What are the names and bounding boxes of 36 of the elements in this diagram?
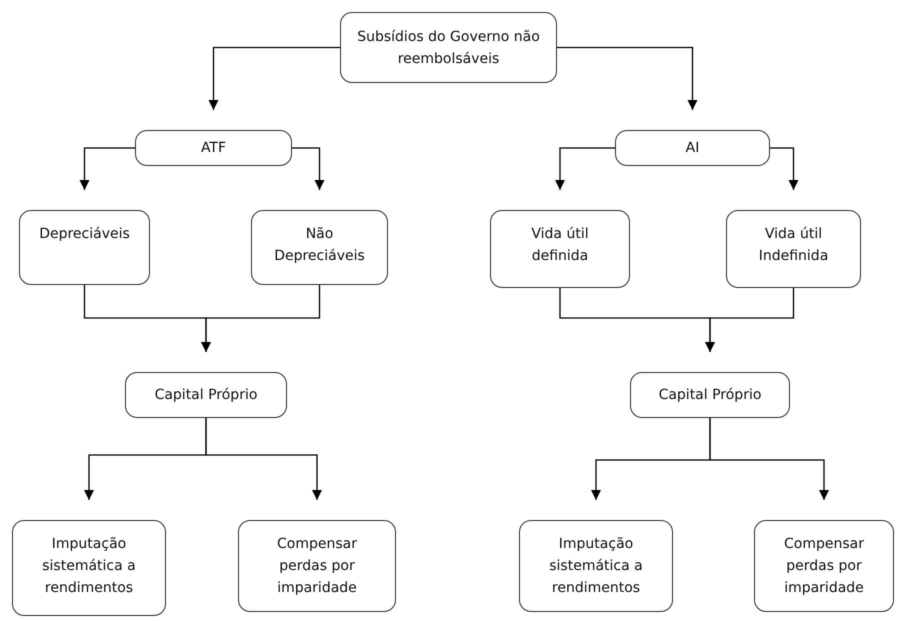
process-box bbox=[490, 210, 630, 288]
arrow bbox=[208, 46, 340, 110]
box-label: Capital Próprio bbox=[154, 386, 258, 405]
process-box bbox=[125, 372, 287, 418]
arrow bbox=[555, 147, 615, 190]
box-label: Vida útil definida bbox=[530, 225, 590, 266]
arrow bbox=[80, 147, 135, 190]
box-label: Capital Próprio bbox=[658, 386, 762, 405]
box-label: Imputação sistemática a rendimentos bbox=[548, 535, 644, 598]
box-label: Depreciáveis bbox=[39, 225, 130, 244]
process-box bbox=[135, 130, 292, 166]
process-box bbox=[238, 520, 396, 612]
box-label: AI bbox=[686, 139, 700, 158]
arrow bbox=[705, 288, 794, 352]
process-box bbox=[726, 210, 861, 288]
box-label: Compensar perdas por imparidade bbox=[276, 535, 358, 598]
box-label: Vida útil Indefinida bbox=[758, 225, 830, 266]
process-box bbox=[251, 210, 388, 285]
box-label: Não Depreciáveis bbox=[273, 225, 366, 266]
box-label: Compensar perdas por imparidade bbox=[783, 535, 865, 598]
box-label: ATF bbox=[200, 139, 226, 158]
box-label: Imputação sistemática a rendimentos bbox=[41, 535, 137, 598]
process-box bbox=[19, 210, 150, 285]
arrow bbox=[292, 147, 324, 190]
process-box bbox=[630, 372, 790, 418]
arrow bbox=[205, 418, 322, 500]
box-label: Subsídios do Governo não reembolsáveis bbox=[356, 28, 541, 68]
arrow bbox=[770, 147, 798, 190]
process-box bbox=[754, 520, 894, 612]
arrow bbox=[201, 285, 320, 352]
process-box bbox=[615, 130, 770, 166]
process-box bbox=[12, 520, 166, 616]
process-box bbox=[340, 12, 557, 83]
arrow bbox=[557, 46, 698, 110]
process-box bbox=[519, 520, 673, 612]
arrow bbox=[709, 418, 829, 500]
